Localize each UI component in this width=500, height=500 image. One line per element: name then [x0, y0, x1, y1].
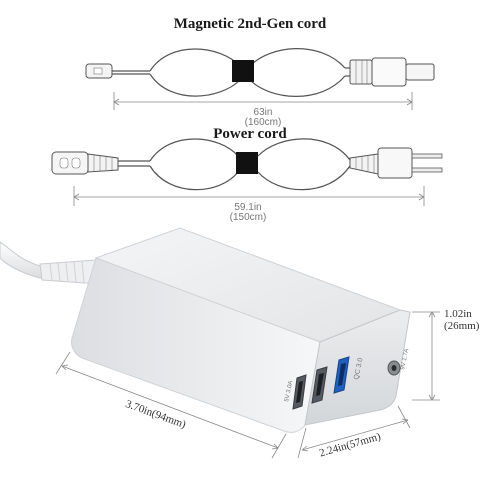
- charger-side-face: [71, 257, 321, 433]
- power-cord-length-dimension: [73, 186, 425, 206]
- width-dimension: [297, 405, 411, 459]
- magnetic-cord-length-cm: (160cm): [244, 117, 282, 128]
- height-value: 1.02in: [444, 308, 472, 320]
- magnetic-cord-title: Magnetic 2nd-Gen cord: [173, 16, 327, 32]
- usb-port-1: [292, 374, 307, 410]
- input-cable: [0, 241, 101, 285]
- usb-port-1-label: 5V 3.0A: [284, 380, 294, 402]
- usb-qc-port: [333, 356, 350, 394]
- cords-illustration: [51, 48, 443, 206]
- dc-port-label: 9V 1.7A: [400, 348, 410, 370]
- magnetic-cord-length-dimension: [113, 92, 413, 110]
- charger-front-face: [304, 309, 411, 426]
- magnetic-cord: [85, 48, 435, 97]
- height-mm-value: (26mm): [444, 320, 480, 332]
- charger-illustration: 5V 3.0A QC 3.0 9V 1.7A: [0, 227, 440, 459]
- height-dimension: [412, 311, 440, 401]
- power-cord-title: Power cord: [213, 126, 287, 142]
- power-cord-length-cm: (150cm): [229, 212, 267, 223]
- qc-label: QC 3.0: [353, 357, 364, 380]
- power-cord-length-in: 59.1in: [234, 202, 262, 213]
- magnetic-cord-length-in: 63in: [253, 107, 273, 118]
- power-cord: [51, 138, 443, 191]
- dc-port: [387, 360, 401, 376]
- length-dimension: [55, 351, 287, 459]
- usb-port-2: [311, 366, 328, 404]
